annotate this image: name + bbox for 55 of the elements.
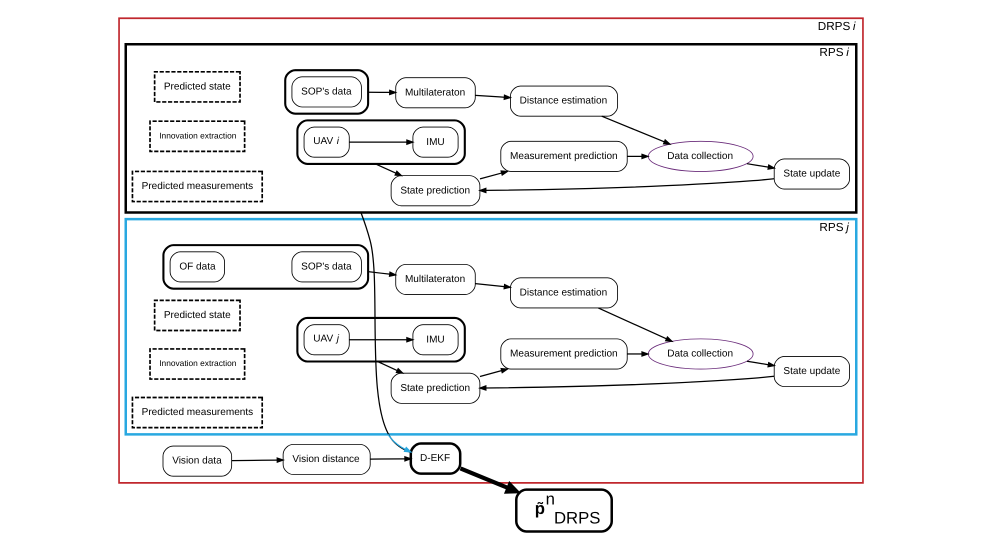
node-ellipse: Data collection: [647, 140, 754, 172]
node-box: IMU: [412, 324, 458, 356]
connector: [360, 212, 410, 454]
arrow: [348, 336, 414, 343]
arrow: [386, 434, 412, 453]
node-box: Predicted state: [153, 71, 240, 103]
node-box: UAV i: [303, 126, 350, 158]
arrow: [376, 360, 404, 374]
arrow: [459, 466, 521, 494]
arrow: [348, 139, 414, 146]
node-box: Predicted measurements: [131, 170, 263, 202]
node-box: State prediction: [390, 372, 480, 404]
arrow: [374, 163, 403, 176]
arrow: [597, 307, 674, 342]
node-box: IMU: [412, 126, 458, 158]
node-box: Vision data: [162, 446, 232, 477]
node-box: Multilateraton: [394, 77, 476, 108]
node-box: Innovation extraction: [148, 120, 245, 152]
node-box: State prediction: [390, 175, 480, 206]
arrow: [368, 271, 397, 278]
node-box: UAV j: [303, 324, 350, 356]
node-box: State update: [773, 356, 850, 388]
node-box: D-EKF: [409, 442, 461, 475]
arrow: [478, 376, 774, 391]
arrow: [474, 94, 512, 100]
cluster: [296, 316, 466, 363]
arrow: [370, 456, 412, 462]
arrow: [368, 89, 397, 96]
node-box: Distance estimation: [510, 86, 618, 117]
arrow: [479, 170, 509, 180]
node-box: Vision distance: [282, 444, 370, 475]
arrow: [746, 360, 776, 368]
node-box: SOP's data: [291, 251, 362, 282]
arrow: [626, 153, 650, 160]
cluster: [162, 244, 369, 290]
node-box: Multilateraton: [394, 264, 476, 295]
cluster: [296, 119, 466, 165]
arrow: [479, 368, 509, 378]
node-box: Predicted measurements: [131, 396, 263, 428]
node-box: Predicted state: [153, 300, 240, 332]
node-ellipse: Data collection: [647, 338, 754, 370]
node-box: SOP's data: [291, 76, 362, 108]
cluster: [284, 69, 369, 115]
arrow: [474, 282, 512, 290]
node-box: State update: [773, 158, 850, 190]
node-box: Measurement prediction: [500, 140, 628, 172]
node-box: OF data: [169, 251, 224, 282]
node-box: Measurement prediction: [500, 338, 628, 370]
arrow: [231, 457, 285, 464]
arrow: [478, 178, 774, 194]
arrow: [626, 351, 650, 357]
node-box: Innovation extraction: [148, 348, 245, 380]
arrow: [746, 163, 776, 170]
node-box: Distance estimation: [510, 277, 618, 308]
arrow: [601, 116, 672, 145]
